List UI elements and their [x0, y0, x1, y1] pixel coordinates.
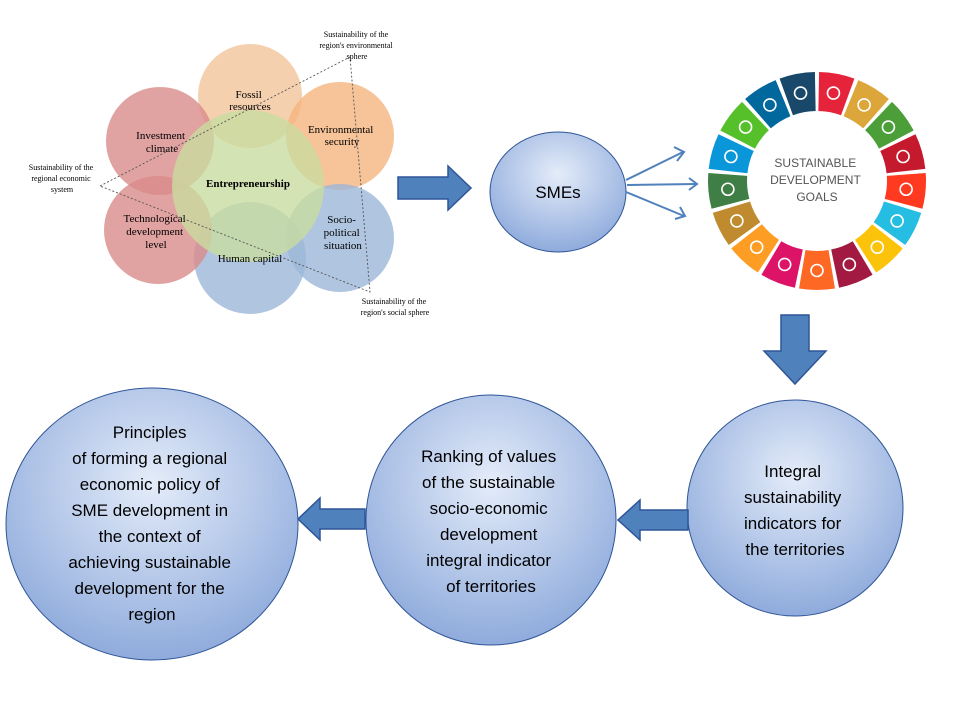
- sdg-goal-icon: [899, 182, 913, 197]
- principles-label: Principles of forming a regional economi…: [68, 423, 235, 624]
- sdg-goal-icon: [730, 214, 744, 228]
- sdg-title: SUSTAINABLE DEVELOPMENT GOALS: [770, 156, 864, 204]
- label-entrepreneurship: Entrepreneurship: [206, 178, 290, 190]
- sdg-segment: [708, 134, 754, 174]
- sdg-goal-icon: [857, 98, 871, 112]
- sdg-segment: [745, 80, 791, 129]
- sdg-segment: [761, 241, 803, 288]
- smes-label: SMEs: [535, 183, 580, 202]
- sdg-segment: [818, 72, 855, 116]
- integral-indicators-node: Integral sustainability indicators for t…: [686, 399, 904, 617]
- sdg-goal-icon: [793, 86, 808, 100]
- smes-to-sdg-arrows: [625, 146, 699, 220]
- sdg-segment: [708, 173, 750, 209]
- sdg-goal-icon: [881, 120, 896, 134]
- note-environmental-sphere: Sustainability of the region's environme…: [319, 30, 394, 61]
- sdg-segment: [843, 80, 889, 129]
- sdg-segment: [880, 134, 926, 174]
- arrow-integral-to-ranking: [616, 498, 689, 542]
- sdg-goal-icon: [738, 120, 753, 134]
- sdg-goal-icon: [749, 240, 764, 254]
- label-fossil-resources: Fossil resources: [229, 89, 271, 113]
- ranking-node: Ranking of values of the sustainable soc…: [365, 394, 617, 646]
- sdg-segment: [731, 224, 780, 273]
- label-socio-political: Socio- political situation: [324, 214, 363, 252]
- ranking-label: Ranking of values of the sustainable soc…: [421, 447, 561, 596]
- sdg-segment: [884, 173, 926, 209]
- note-social-sphere: Sustainability of the region's social sp…: [361, 297, 430, 317]
- note-economic-system: Sustainability of the regional economic …: [29, 163, 95, 194]
- sdg-segment: [865, 101, 914, 149]
- arrow-venn-to-smes: [397, 164, 473, 212]
- sdg-goal-icon: [870, 240, 885, 254]
- sdg-goal-icon: [721, 182, 735, 197]
- sdg-segment: [799, 250, 835, 290]
- label-technological-level: Technological development level: [124, 213, 189, 251]
- sdg-goal-icon: [826, 86, 841, 100]
- label-investment-climate: Investment climate: [136, 130, 188, 155]
- sdg-goal-icon: [724, 149, 738, 164]
- sdg-segment: [854, 224, 903, 273]
- sustainability-triangle: [98, 56, 371, 293]
- sdg-segment: [779, 72, 816, 116]
- sdg-goal-icon: [842, 257, 857, 272]
- sdg-segment: [831, 241, 873, 288]
- integral-indicators-label: Integral sustainability indicators for t…: [744, 462, 846, 559]
- label-environmental-security: Environmental security: [308, 124, 376, 148]
- arrow-sdg-to-integral: [762, 314, 828, 386]
- smes-node: SMEs: [489, 131, 627, 253]
- sdg-goal-icon: [896, 149, 910, 164]
- label-human-capital: Human capital: [218, 253, 282, 265]
- sdg-goal-icon: [763, 98, 777, 112]
- sdg-goal-icon: [890, 214, 904, 228]
- venn-center: [172, 110, 324, 262]
- sdg-segment: [712, 201, 761, 246]
- principles-node: Principles of forming a regional economi…: [5, 387, 299, 661]
- sdg-segment: [873, 201, 922, 246]
- sdg-wheel: [708, 72, 926, 290]
- sdg-goal-icon: [810, 263, 824, 278]
- sdg-segment: [720, 101, 769, 149]
- arrow-ranking-to-principles: [296, 496, 366, 542]
- sdg-goal-icon: [777, 257, 792, 272]
- entrepreneurship-venn: Fossil resources Environmental security …: [29, 30, 430, 317]
